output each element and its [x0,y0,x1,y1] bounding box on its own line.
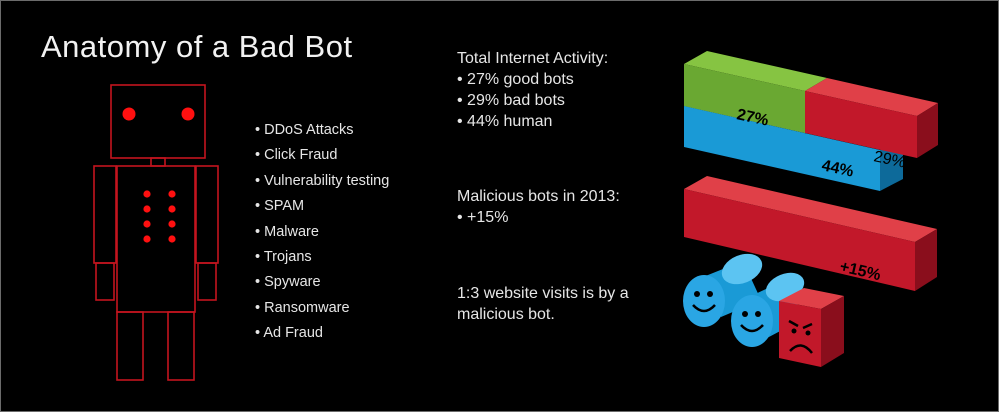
robot-chest-light [143,235,151,243]
total-activity-text: Total Internet Activity: 27% good bots 2… [457,48,608,132]
robot-chest-light [143,205,151,213]
list-item: Trojans [255,245,389,270]
bad-bots-point: 29% bad bots [457,90,608,111]
malicious-bots-point: +15% [457,207,620,228]
list-item: Vulnerability testing [255,169,389,194]
malicious-bar-top [684,176,937,242]
malicious-bots-text: Malicious bots in 2013: +15% [457,186,620,228]
robot-outline-icon [93,84,219,381]
robot-chest-lights [143,190,176,243]
good-bots-point: 27% good bots [457,69,608,90]
bad-bots-bar-label: 29% [872,148,907,171]
page-title: Anatomy of a Bad Bot [41,29,353,64]
good-bots-bar-top [684,51,827,91]
list-item: Click Fraud [255,143,389,168]
good-bots-bar-label: 27% [735,106,770,129]
total-activity-bar: 27% 44% 29% [684,51,938,191]
total-activity-heading: Total Internet Activity: [457,50,609,67]
list-item: SPAM [255,194,389,219]
list-item: Spyware [255,270,389,295]
robot-torso [116,165,196,313]
list-item: Malware [255,220,389,245]
bad-bot-activity-list: DDoS Attacks Click Fraud Vulnerability t… [255,118,389,347]
website-visits-text: 1:3 website visits is by a malicious bot… [457,283,629,325]
malicious-bar-end [915,229,937,291]
angry-face-icon [779,288,844,367]
robot-right-hand [197,262,217,301]
human-bar-label: 44% [820,157,855,180]
bad-bots-bar-end [917,103,938,158]
malicious-bar-front [684,189,915,291]
robot-chest-light [168,235,176,243]
bad-bots-bar-top [805,78,938,116]
bad-bots-bar-front [805,91,917,158]
robot-chest-light [168,190,176,198]
list-item: Ad Fraud [255,321,389,346]
good-bots-bar-front [684,64,805,133]
robot-chest-light [143,190,151,198]
robot-chest-light [168,220,176,228]
malicious-bots-bar: +15% [684,176,937,291]
robot-left-leg [116,311,144,381]
visits-icons [683,253,844,367]
robot-right-leg [167,311,195,381]
website-visits-line-2: malicious bot. [457,306,555,323]
robot-left-hand [95,262,115,301]
human-point: 44% human [457,111,608,132]
robot-left-eye [122,107,136,121]
robot-chest-light [168,205,176,213]
human-bar-front [684,106,880,191]
robot-right-eye [181,107,195,121]
malicious-bots-heading: Malicious bots in 2013: [457,188,620,205]
robot-chest-light [143,220,151,228]
list-item: DDoS Attacks [255,118,389,143]
list-item: Ransomware [255,296,389,321]
website-visits-line-1: 1:3 website visits is by a [457,285,629,302]
